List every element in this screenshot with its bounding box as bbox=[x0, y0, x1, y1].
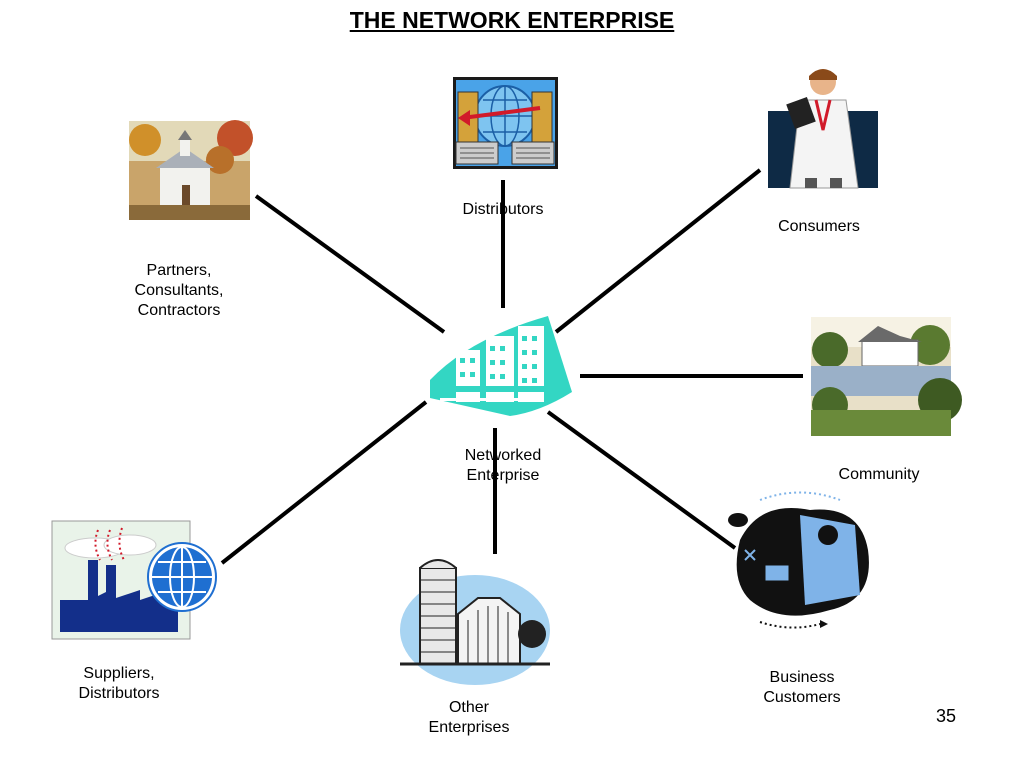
connector-suppliers bbox=[220, 400, 428, 565]
node-label-center: Networked Enterprise bbox=[448, 446, 558, 486]
enterprise-building-icon bbox=[430, 316, 572, 416]
label-line: Networked bbox=[464, 447, 542, 464]
node-label-suppliers: Suppliers, Distributors bbox=[64, 664, 174, 704]
connector-partners bbox=[254, 194, 446, 334]
connectors bbox=[220, 168, 803, 565]
node-label-partners: Partners, Consultants, Contractors bbox=[119, 261, 239, 321]
node-label-consumers: Consumers bbox=[766, 217, 872, 237]
slide-title: THE NETWORK ENTERPRISE bbox=[349, 7, 675, 33]
label-line: Customers bbox=[763, 689, 841, 706]
node-label-other: Other Enterprises bbox=[414, 698, 524, 738]
lake-house-icon bbox=[811, 317, 962, 436]
connector-business bbox=[546, 410, 737, 550]
label-line: Other bbox=[448, 699, 489, 716]
label-line: Community bbox=[838, 466, 920, 483]
node-label-distributors: Distributors bbox=[455, 200, 551, 220]
page-number: 35 bbox=[936, 706, 957, 726]
label-line: Business bbox=[769, 669, 835, 686]
label-line: Contractors bbox=[137, 302, 221, 319]
label-line: Consumers bbox=[778, 218, 860, 235]
label-line: Distributors bbox=[462, 201, 544, 218]
label-line: Enterprise bbox=[466, 467, 540, 484]
computers-globe-icon bbox=[453, 77, 558, 169]
label-line: Consultants, bbox=[134, 282, 224, 299]
label-line: Partners, bbox=[146, 262, 212, 279]
chapel-icon bbox=[129, 120, 253, 220]
businessman-icon bbox=[728, 491, 869, 629]
node-label-business: Business Customers bbox=[747, 668, 857, 708]
barn-silo-icon bbox=[400, 559, 550, 685]
connector-consumers bbox=[554, 168, 762, 334]
label-line: Distributors bbox=[78, 685, 160, 702]
node-label-community: Community bbox=[824, 465, 934, 485]
factory-globe-icon bbox=[51, 520, 217, 640]
doctor-icon bbox=[768, 69, 878, 189]
label-line: Enterprises bbox=[428, 719, 510, 736]
label-line: Suppliers, bbox=[83, 665, 155, 682]
